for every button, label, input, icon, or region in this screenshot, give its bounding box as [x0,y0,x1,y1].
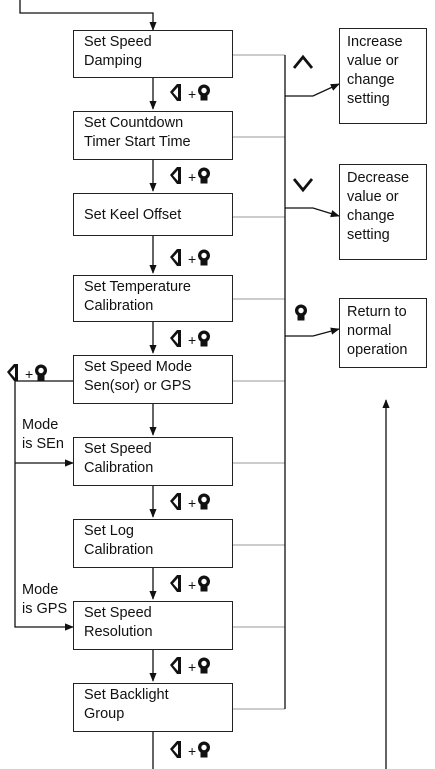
back-plus-light-combo-icon [170,249,210,267]
action-increase: Increase value or change setting [339,28,427,124]
back-plus-light-combo-icon [170,493,210,511]
step-keel-offset: Set Keel Offset [73,193,233,236]
back-plus-light-combo-icon [170,575,210,593]
down-key-icon [292,178,314,193]
back-plus-light-combo-icon [170,84,210,102]
step-speed-mode: Set Speed Mode Sen(sor) or GPS [73,355,233,404]
branch-label-sen: Mode is SEn [22,417,64,452]
branch-label-gps: Mode is GPS [22,582,68,617]
up-key-icon [292,54,314,69]
action-decrease: Decrease value or change setting [339,164,427,260]
action-return: Return to normal operation [339,298,427,368]
back-plus-light-combo-icon [7,364,47,382]
decrease-arrow [285,207,340,218]
back-plus-light-combo-icon [170,741,210,759]
back-plus-light-combo-icon [170,167,210,185]
entry-arrow [19,0,157,31]
step-countdown-timer: Set Countdown Timer Start Time [73,111,233,160]
back-plus-light-combo-icon [170,330,210,348]
step-speed-resolution: Set Speed Resolution [73,601,233,650]
return-arrow [285,327,340,337]
back-plus-light-combo-icon [170,657,210,675]
step-backlight-group: Set Backlight Group [73,683,233,732]
step-temperature-calibration: Set Temperature Calibration [73,275,233,322]
light-key-icon [295,304,307,321]
increase-arrow [285,83,340,97]
mode-branch-line [14,380,74,631]
step-speed-damping: Set Speed Damping [73,30,233,78]
step-speed-calibration: Set Speed Calibration [73,437,233,486]
step-log-calibration: Set Log Calibration [73,519,233,568]
